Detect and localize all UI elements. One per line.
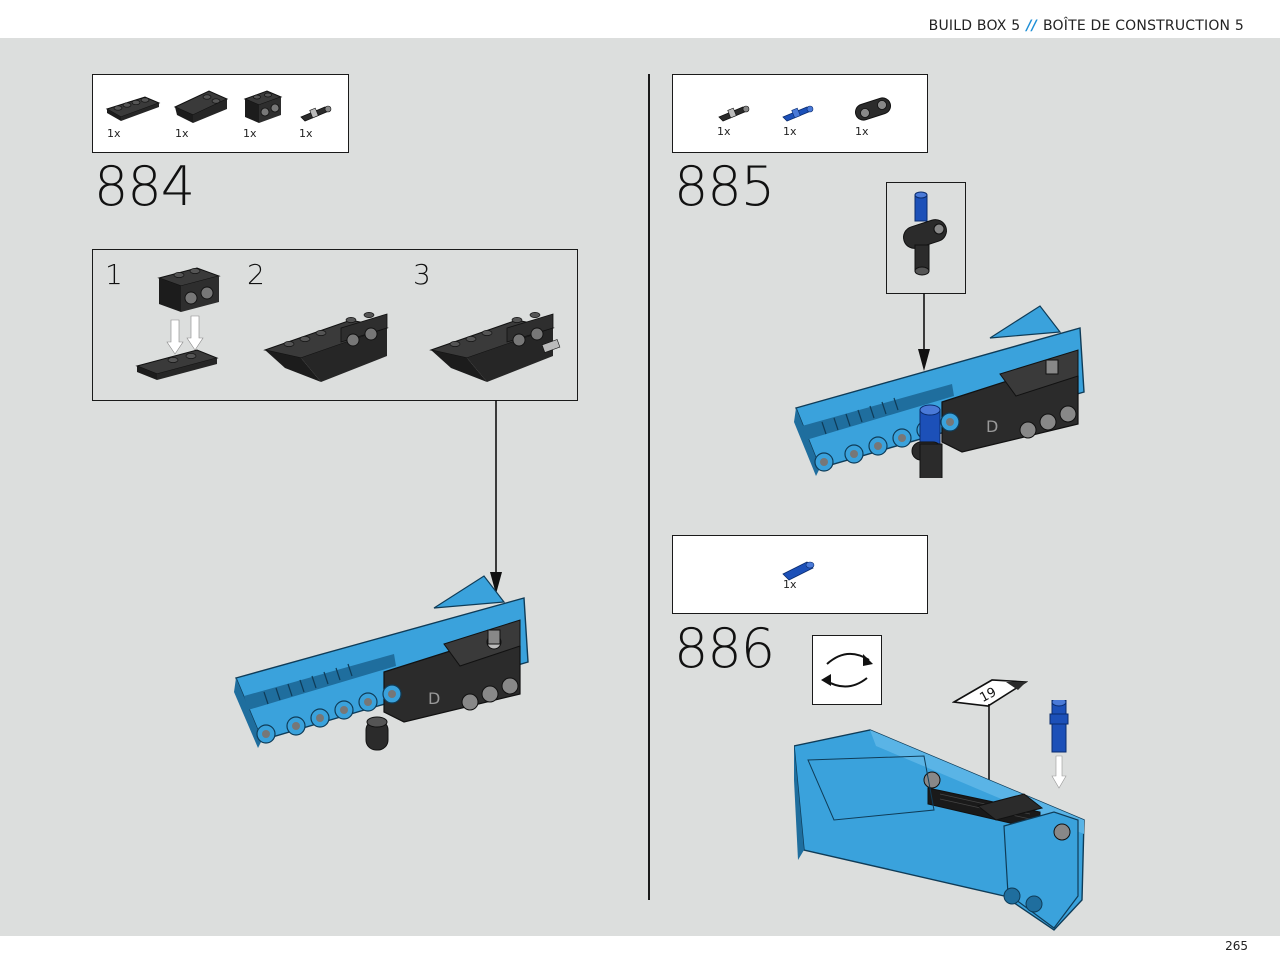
part-qty: 1x: [717, 125, 731, 138]
substep-3-assembly: [429, 312, 561, 382]
substep-label-1: 1: [105, 258, 123, 291]
model-assembly-885: D: [794, 305, 1085, 478]
svg-text:D: D: [986, 417, 998, 436]
zoom-callout-885: [886, 182, 966, 294]
substep-callout-884: 1 2 3: [92, 249, 578, 401]
sticker-marker: 19: [952, 679, 1028, 707]
substep-label-3: 3: [413, 258, 431, 291]
rotate-icon: [821, 653, 873, 688]
part-qty: 1x: [299, 127, 313, 140]
page-footer: 265: [0, 936, 1280, 974]
parts-list-886: 1x: [672, 535, 928, 614]
technic-brick-1x2-icon: [243, 90, 283, 123]
axle-pin-icon: [300, 105, 332, 122]
sticker-number: 19: [977, 685, 999, 706]
plate-1x4-icon: [105, 96, 161, 121]
header-title: BUILD BOX 5 // BOÎTE DE CONSTRUCTION 5: [929, 18, 1244, 34]
part-qty: 1x: [783, 578, 797, 591]
parts-list-885: 1x 1x 1x: [672, 74, 928, 153]
substep-2-assembly: [263, 312, 389, 382]
column-divider: [648, 74, 650, 900]
part-qty: 1x: [855, 125, 869, 138]
part-qty: 1x: [243, 127, 257, 140]
svg-text:D: D: [428, 689, 440, 708]
technic-beam-connector-icon: [854, 97, 892, 121]
model-assembly-884: D: [234, 575, 529, 751]
model-assembly-886: [794, 700, 1085, 931]
instruction-sheet: 1x 1x 1x 1x 884 1 2 3: [0, 38, 1280, 936]
part-qty: 1x: [783, 125, 797, 138]
step-number-884: 884: [94, 155, 195, 218]
substep-1-assembly: [135, 267, 221, 380]
header-separator: //: [1026, 18, 1037, 34]
header-title-fr: BOÎTE DE CONSTRUCTION 5: [1042, 18, 1244, 34]
zoom-detail-885: [903, 191, 947, 276]
page-header: BUILD BOX 5 // BOÎTE DE CONSTRUCTION 5: [0, 0, 1280, 38]
black-axle-pin-icon: [718, 105, 750, 122]
header-title-en: BUILD BOX 5: [928, 18, 1021, 34]
blue-axle-pin-icon: [782, 105, 814, 122]
part-qty: 1x: [107, 127, 121, 140]
page-number: 265: [1225, 939, 1248, 953]
inverted-slope-brick-icon: [173, 90, 229, 123]
callout-pointer-885: [918, 293, 930, 371]
parts-list-884: 1x 1x 1x 1x: [92, 74, 349, 153]
substep-label-2: 2: [247, 258, 265, 291]
step-number-886: 886: [674, 617, 775, 680]
rotate-model-indicator: [812, 635, 882, 705]
blue-pin-icon: [782, 561, 815, 581]
step-number-885: 885: [674, 155, 775, 218]
part-qty: 1x: [175, 127, 189, 140]
callout-pointer-884: [490, 400, 502, 594]
